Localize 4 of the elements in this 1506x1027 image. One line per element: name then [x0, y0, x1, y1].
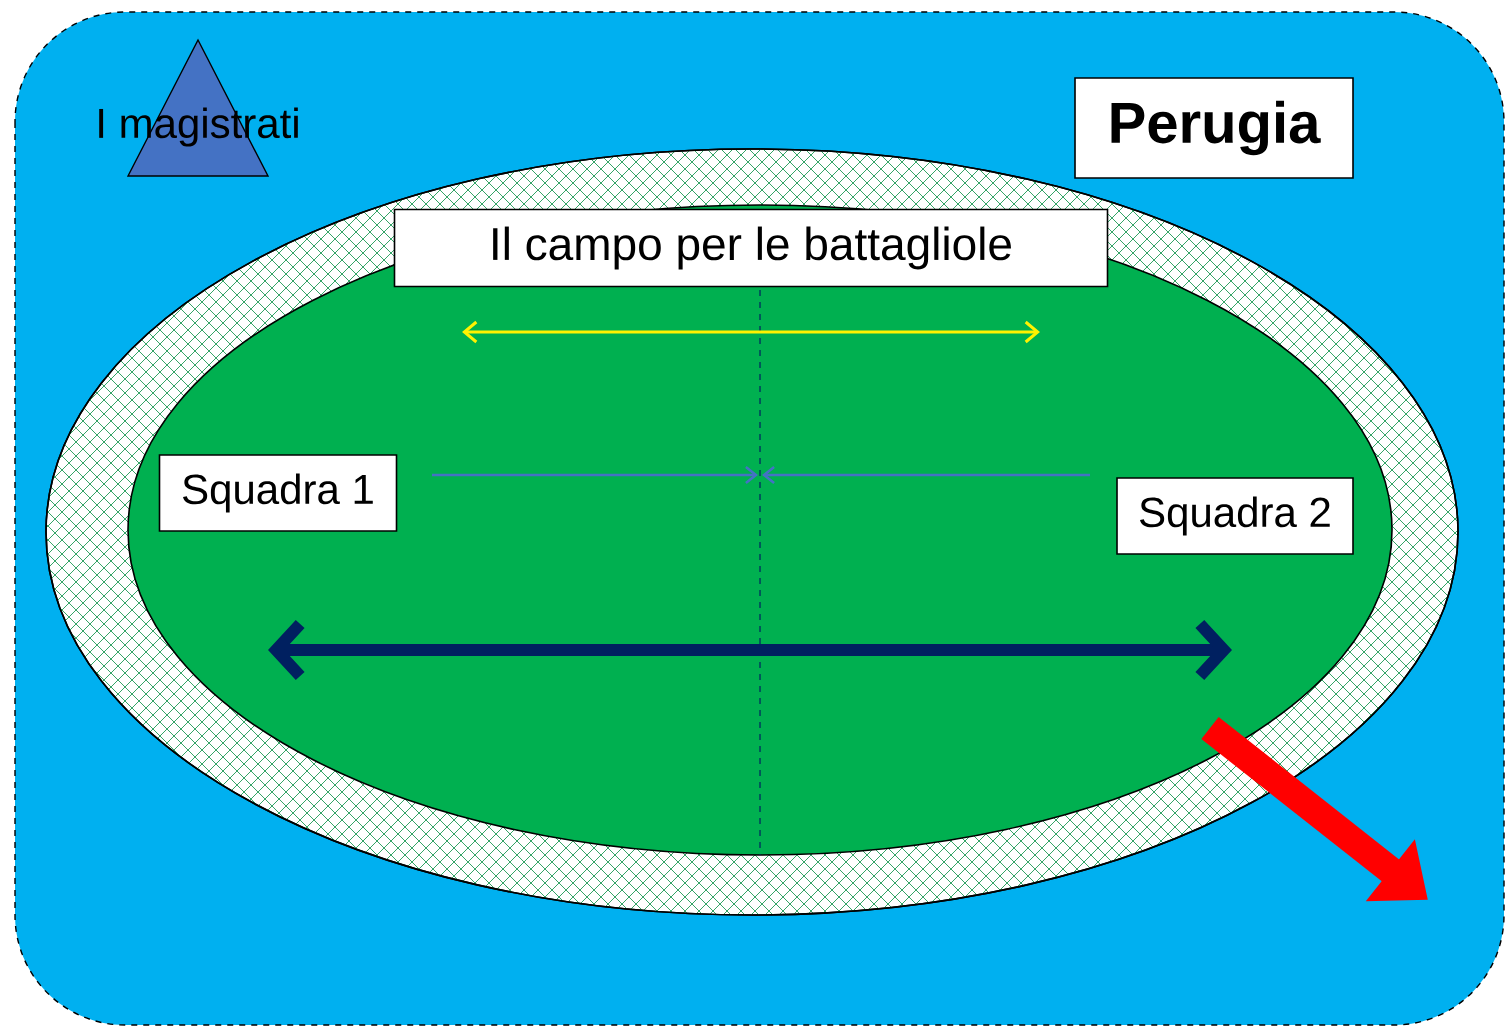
label-box: Il campo per le battagliole: [393, 208, 1109, 288]
label-box: Squadra 2: [1116, 477, 1354, 555]
label-box: Squadra 1: [158, 454, 398, 532]
label-box: Perugia: [1074, 77, 1354, 179]
